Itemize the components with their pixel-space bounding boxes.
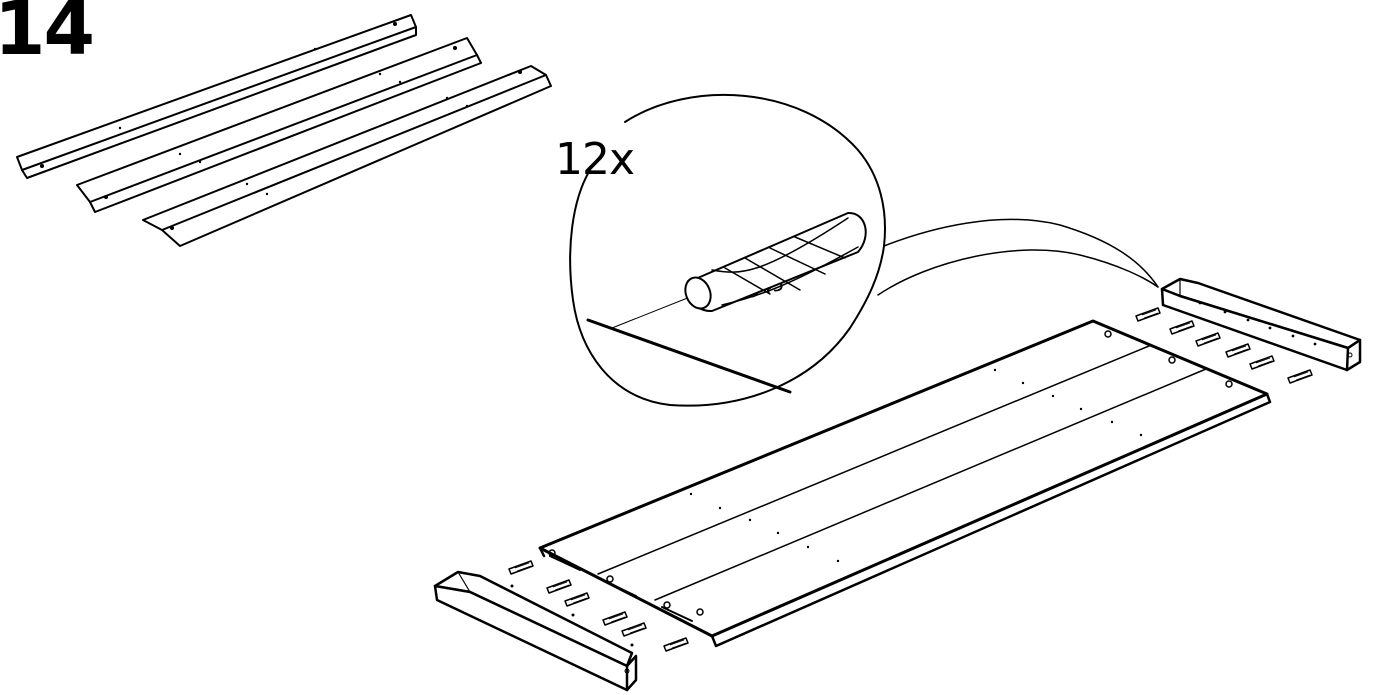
end-rail-icon	[1160, 277, 1362, 372]
plank-icon	[142, 65, 552, 247]
step-number: 14	[0, 0, 95, 72]
end-rail-icon	[433, 570, 638, 692]
plank-icon	[16, 14, 417, 179]
quantity-label: 12x	[555, 134, 635, 185]
magnifier-callout	[569, 93, 1159, 407]
wooden-dowel-icon	[684, 211, 867, 313]
plank-icon	[76, 37, 482, 213]
bed-base-panel-icon	[538, 319, 1272, 648]
